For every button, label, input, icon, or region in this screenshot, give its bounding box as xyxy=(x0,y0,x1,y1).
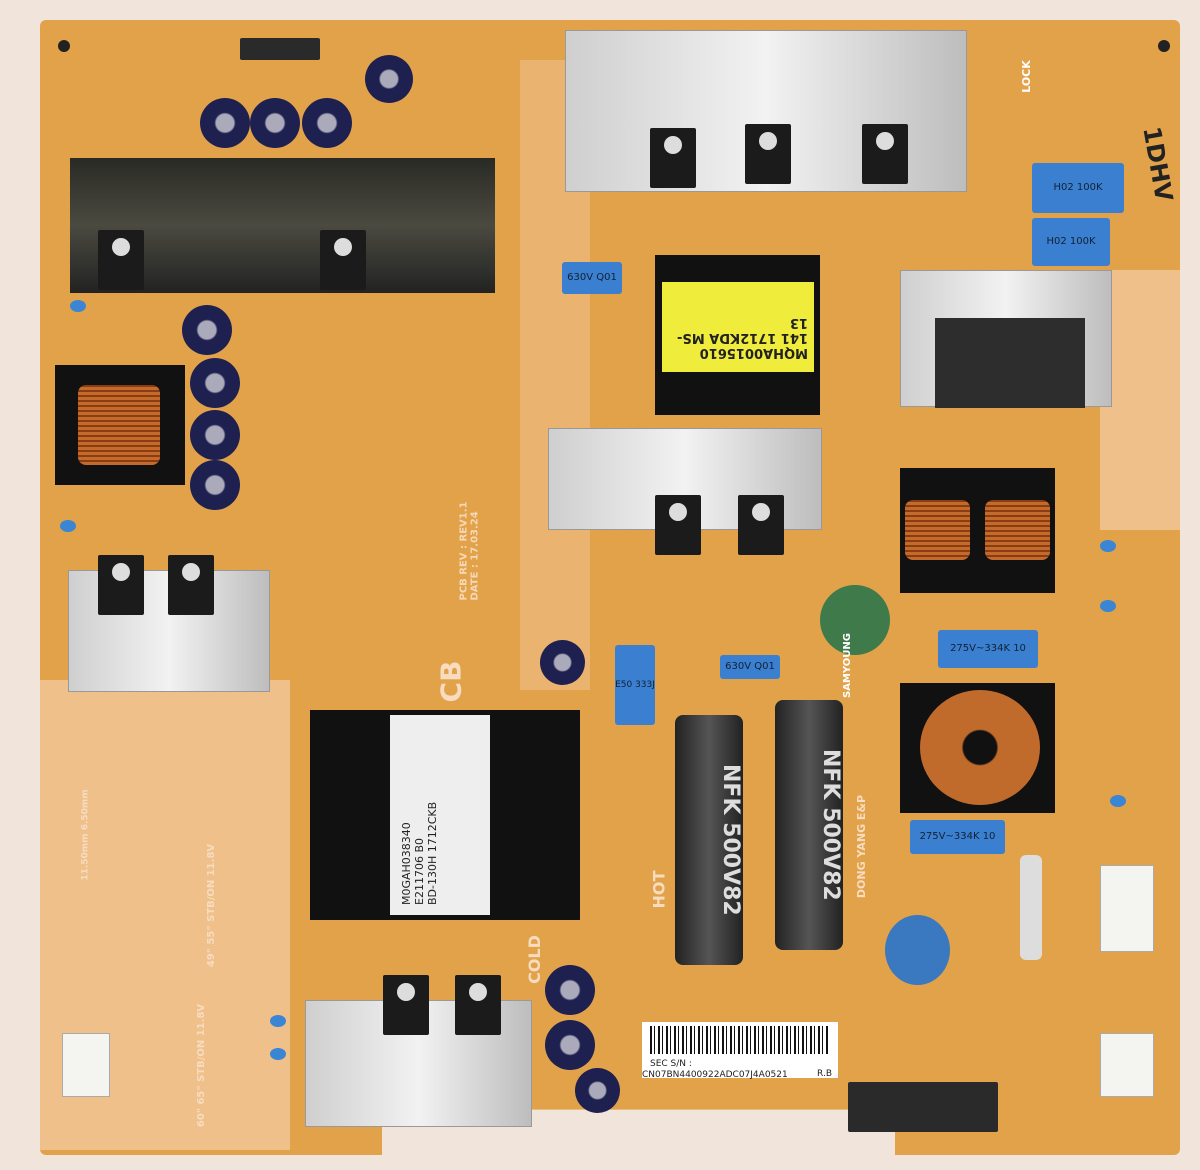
transistor xyxy=(650,128,696,188)
cap-brand: SAMYOUNG xyxy=(841,633,853,698)
ceramic-capacitor xyxy=(1100,540,1116,552)
bulk-capacitor: NFK 500V82 xyxy=(675,715,743,965)
electrolytic-capacitor xyxy=(545,965,595,1015)
copper-coil xyxy=(905,500,970,560)
electrolytic-capacitor xyxy=(575,1068,620,1113)
manufacturer-mark: DONG YANG E&P xyxy=(855,794,869,899)
cold-label: COLD xyxy=(524,935,544,984)
lock-label: LOCK xyxy=(1019,60,1033,93)
ceramic-capacitor xyxy=(270,1048,286,1060)
toroid-coil xyxy=(920,690,1040,805)
film-capacitor: 630V Q01 xyxy=(562,262,622,294)
serial-number: SEC S/N : CN07BN4400922ADC07J4A0521 xyxy=(642,1059,788,1080)
mount-clip xyxy=(62,1033,110,1097)
x-capacitor: 275V~334K 10 xyxy=(910,820,1005,854)
electrolytic-capacitor xyxy=(190,460,240,510)
ceramic-capacitor xyxy=(270,1015,286,1027)
film-capacitor: H02 100K xyxy=(1032,218,1110,266)
transistor xyxy=(862,124,908,184)
bridge-rectifier xyxy=(935,318,1085,408)
ceramic-capacitor xyxy=(60,520,76,532)
transformer-label: MQHA0015610 141 1712KDA MS-13 xyxy=(662,282,814,372)
serial-label: SEC S/N : CN07BN4400922ADC07J4A0521 R.B xyxy=(642,1022,838,1080)
cb-mark: CB xyxy=(434,660,468,703)
ceramic-capacitor xyxy=(1110,795,1126,807)
electrolytic-capacitor xyxy=(190,358,240,408)
silkscreen-zone xyxy=(1100,270,1180,530)
thermistor xyxy=(820,585,890,655)
varistor xyxy=(885,915,950,985)
electrolytic-capacitor xyxy=(540,640,585,685)
hot-label: HOT xyxy=(649,870,669,909)
transistor xyxy=(745,124,791,184)
copper-coil xyxy=(78,385,160,465)
mount-hole xyxy=(58,40,70,52)
barcode xyxy=(650,1026,830,1054)
electrolytic-capacitor xyxy=(190,410,240,460)
electrolytic-capacitor xyxy=(365,55,413,103)
transistor xyxy=(320,230,366,290)
part-code: 141 1712KDA MS-13 xyxy=(677,315,808,345)
transistor xyxy=(455,975,501,1035)
ceramic-capacitor xyxy=(1100,600,1116,612)
ac-input-connector xyxy=(1100,865,1154,952)
mount-hole xyxy=(1158,40,1170,52)
dimension-label: 11.50mm 6.50mm xyxy=(80,789,91,881)
transistor xyxy=(98,230,144,290)
connector xyxy=(240,38,320,60)
bulk-capacitor: NFK 500V82 xyxy=(775,700,843,950)
copper-coil xyxy=(985,500,1050,560)
size-label: 49" 55" STB/ON 11.8V xyxy=(206,843,218,968)
part-number: MQHA0015610 xyxy=(699,345,808,360)
electrolytic-capacitor xyxy=(545,1020,595,1070)
ceramic-capacitor xyxy=(70,300,86,312)
x-capacitor: 275V~334K 10 xyxy=(938,630,1038,668)
fuse xyxy=(1020,855,1042,960)
transistor xyxy=(655,495,701,555)
mount-clip xyxy=(1100,1033,1154,1097)
transistor xyxy=(383,975,429,1035)
electrolytic-capacitor xyxy=(182,305,232,355)
film-capacitor: 630V Q01 xyxy=(720,655,780,679)
serial-revision: R.B xyxy=(817,1069,832,1079)
transistor xyxy=(168,555,214,615)
size-label: 60" 65" STB/ON 11.8V xyxy=(196,1003,208,1128)
film-capacitor: H02 100K xyxy=(1032,163,1124,213)
electrolytic-capacitor xyxy=(250,98,300,148)
film-capacitor: E50 333J xyxy=(615,645,655,725)
transistor xyxy=(738,495,784,555)
transistor xyxy=(98,555,144,615)
electrolytic-capacitor xyxy=(200,98,250,148)
electrolytic-capacitor xyxy=(302,98,352,148)
output-connector xyxy=(848,1082,998,1132)
